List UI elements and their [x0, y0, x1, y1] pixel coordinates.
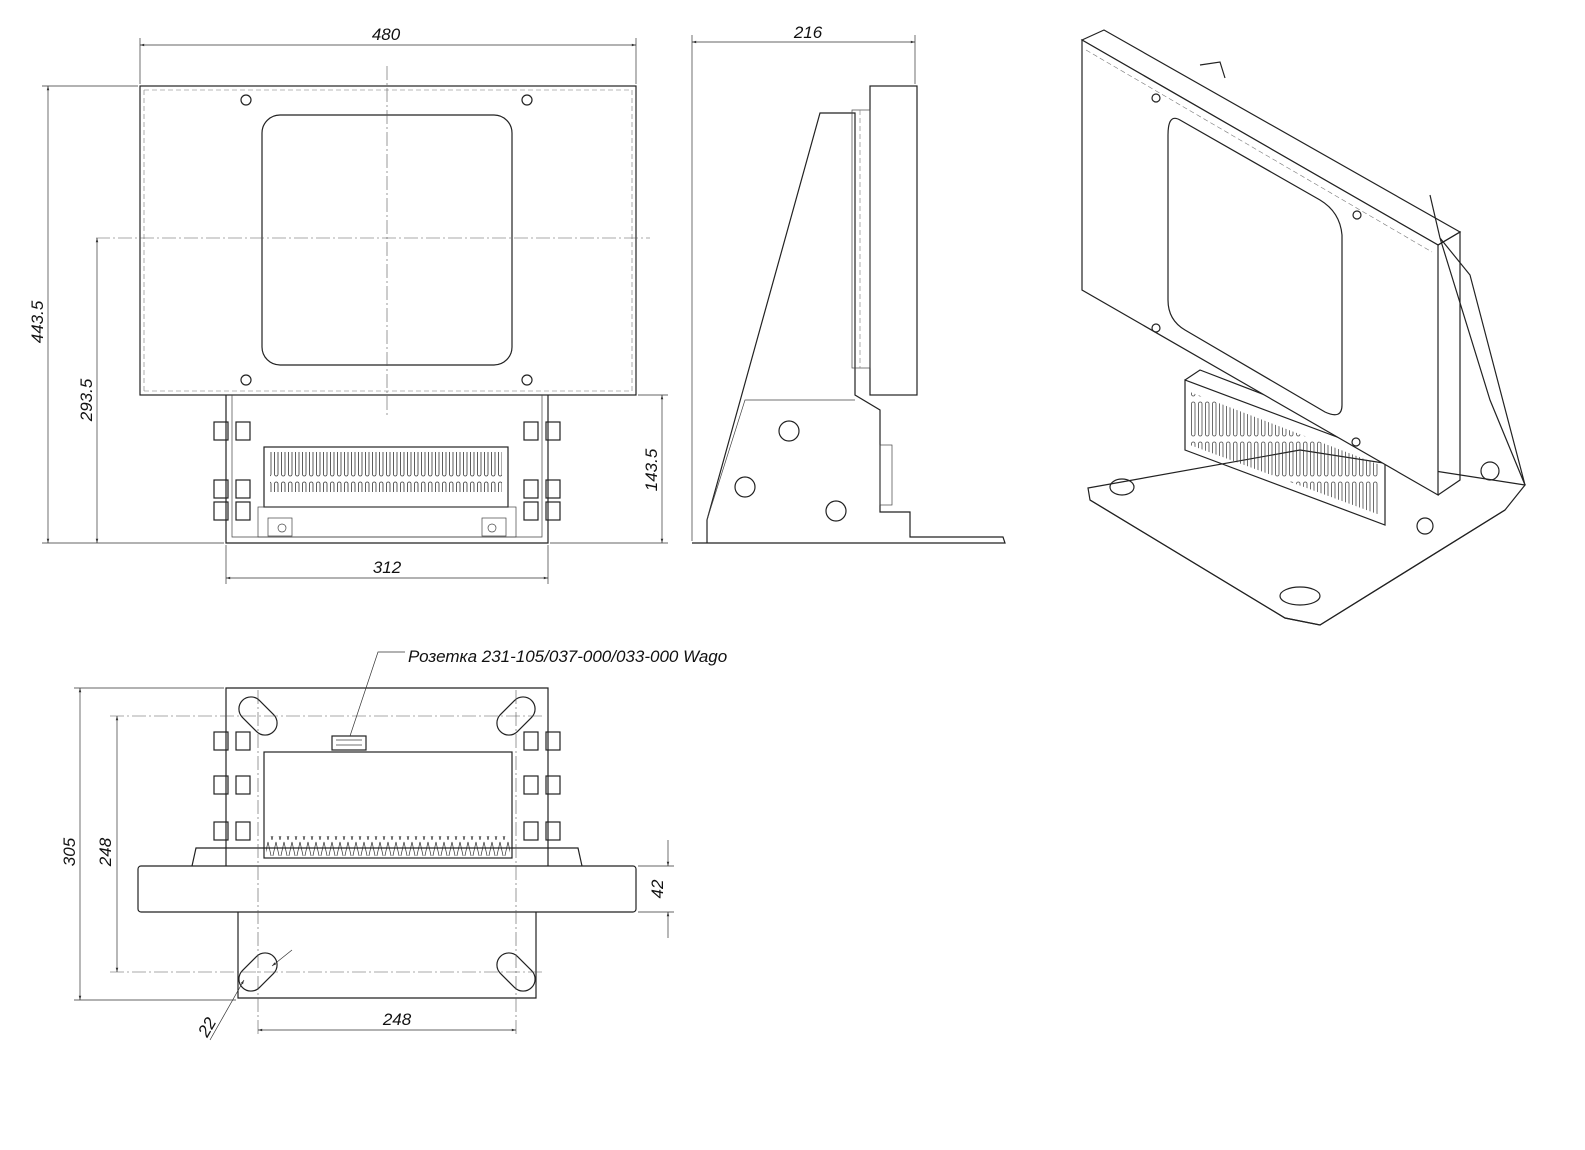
dim-480: 480	[372, 25, 401, 44]
dim-42: 42	[648, 879, 667, 898]
wago-socket	[331, 735, 367, 751]
dim-248-horizontal: 248	[382, 1010, 412, 1029]
dim-143-5: 143.5	[642, 448, 661, 491]
wago-socket-callout: Розетка 231-105/037-000/033-000 Wago	[408, 647, 727, 666]
dim-216: 216	[793, 23, 823, 42]
display-window	[261, 114, 513, 366]
dim-305: 305	[60, 837, 79, 866]
front-view: 480 443.5 293.5 143.5 312	[28, 25, 668, 584]
dim-293-5: 293.5	[77, 378, 96, 422]
mounting-slots	[238, 696, 536, 992]
dim-248-vertical: 248	[96, 837, 115, 867]
side-panel	[869, 85, 918, 396]
screws	[240, 94, 533, 386]
iso-window	[1167, 117, 1343, 416]
driver-box-bottom	[263, 751, 513, 859]
dim-312: 312	[373, 558, 402, 577]
front-panel	[139, 85, 637, 396]
side-view: 216	[691, 23, 1006, 544]
bottom-view: Розетка 231-105/037-000/033-000 Wago 305…	[60, 647, 727, 1041]
bolts-bottom	[213, 731, 561, 841]
isometric-view	[1080, 29, 1527, 626]
bolts	[213, 421, 561, 521]
dim-22: 22	[194, 1014, 221, 1041]
panel-edge	[137, 865, 637, 913]
dim-443-5: 443.5	[28, 300, 47, 343]
